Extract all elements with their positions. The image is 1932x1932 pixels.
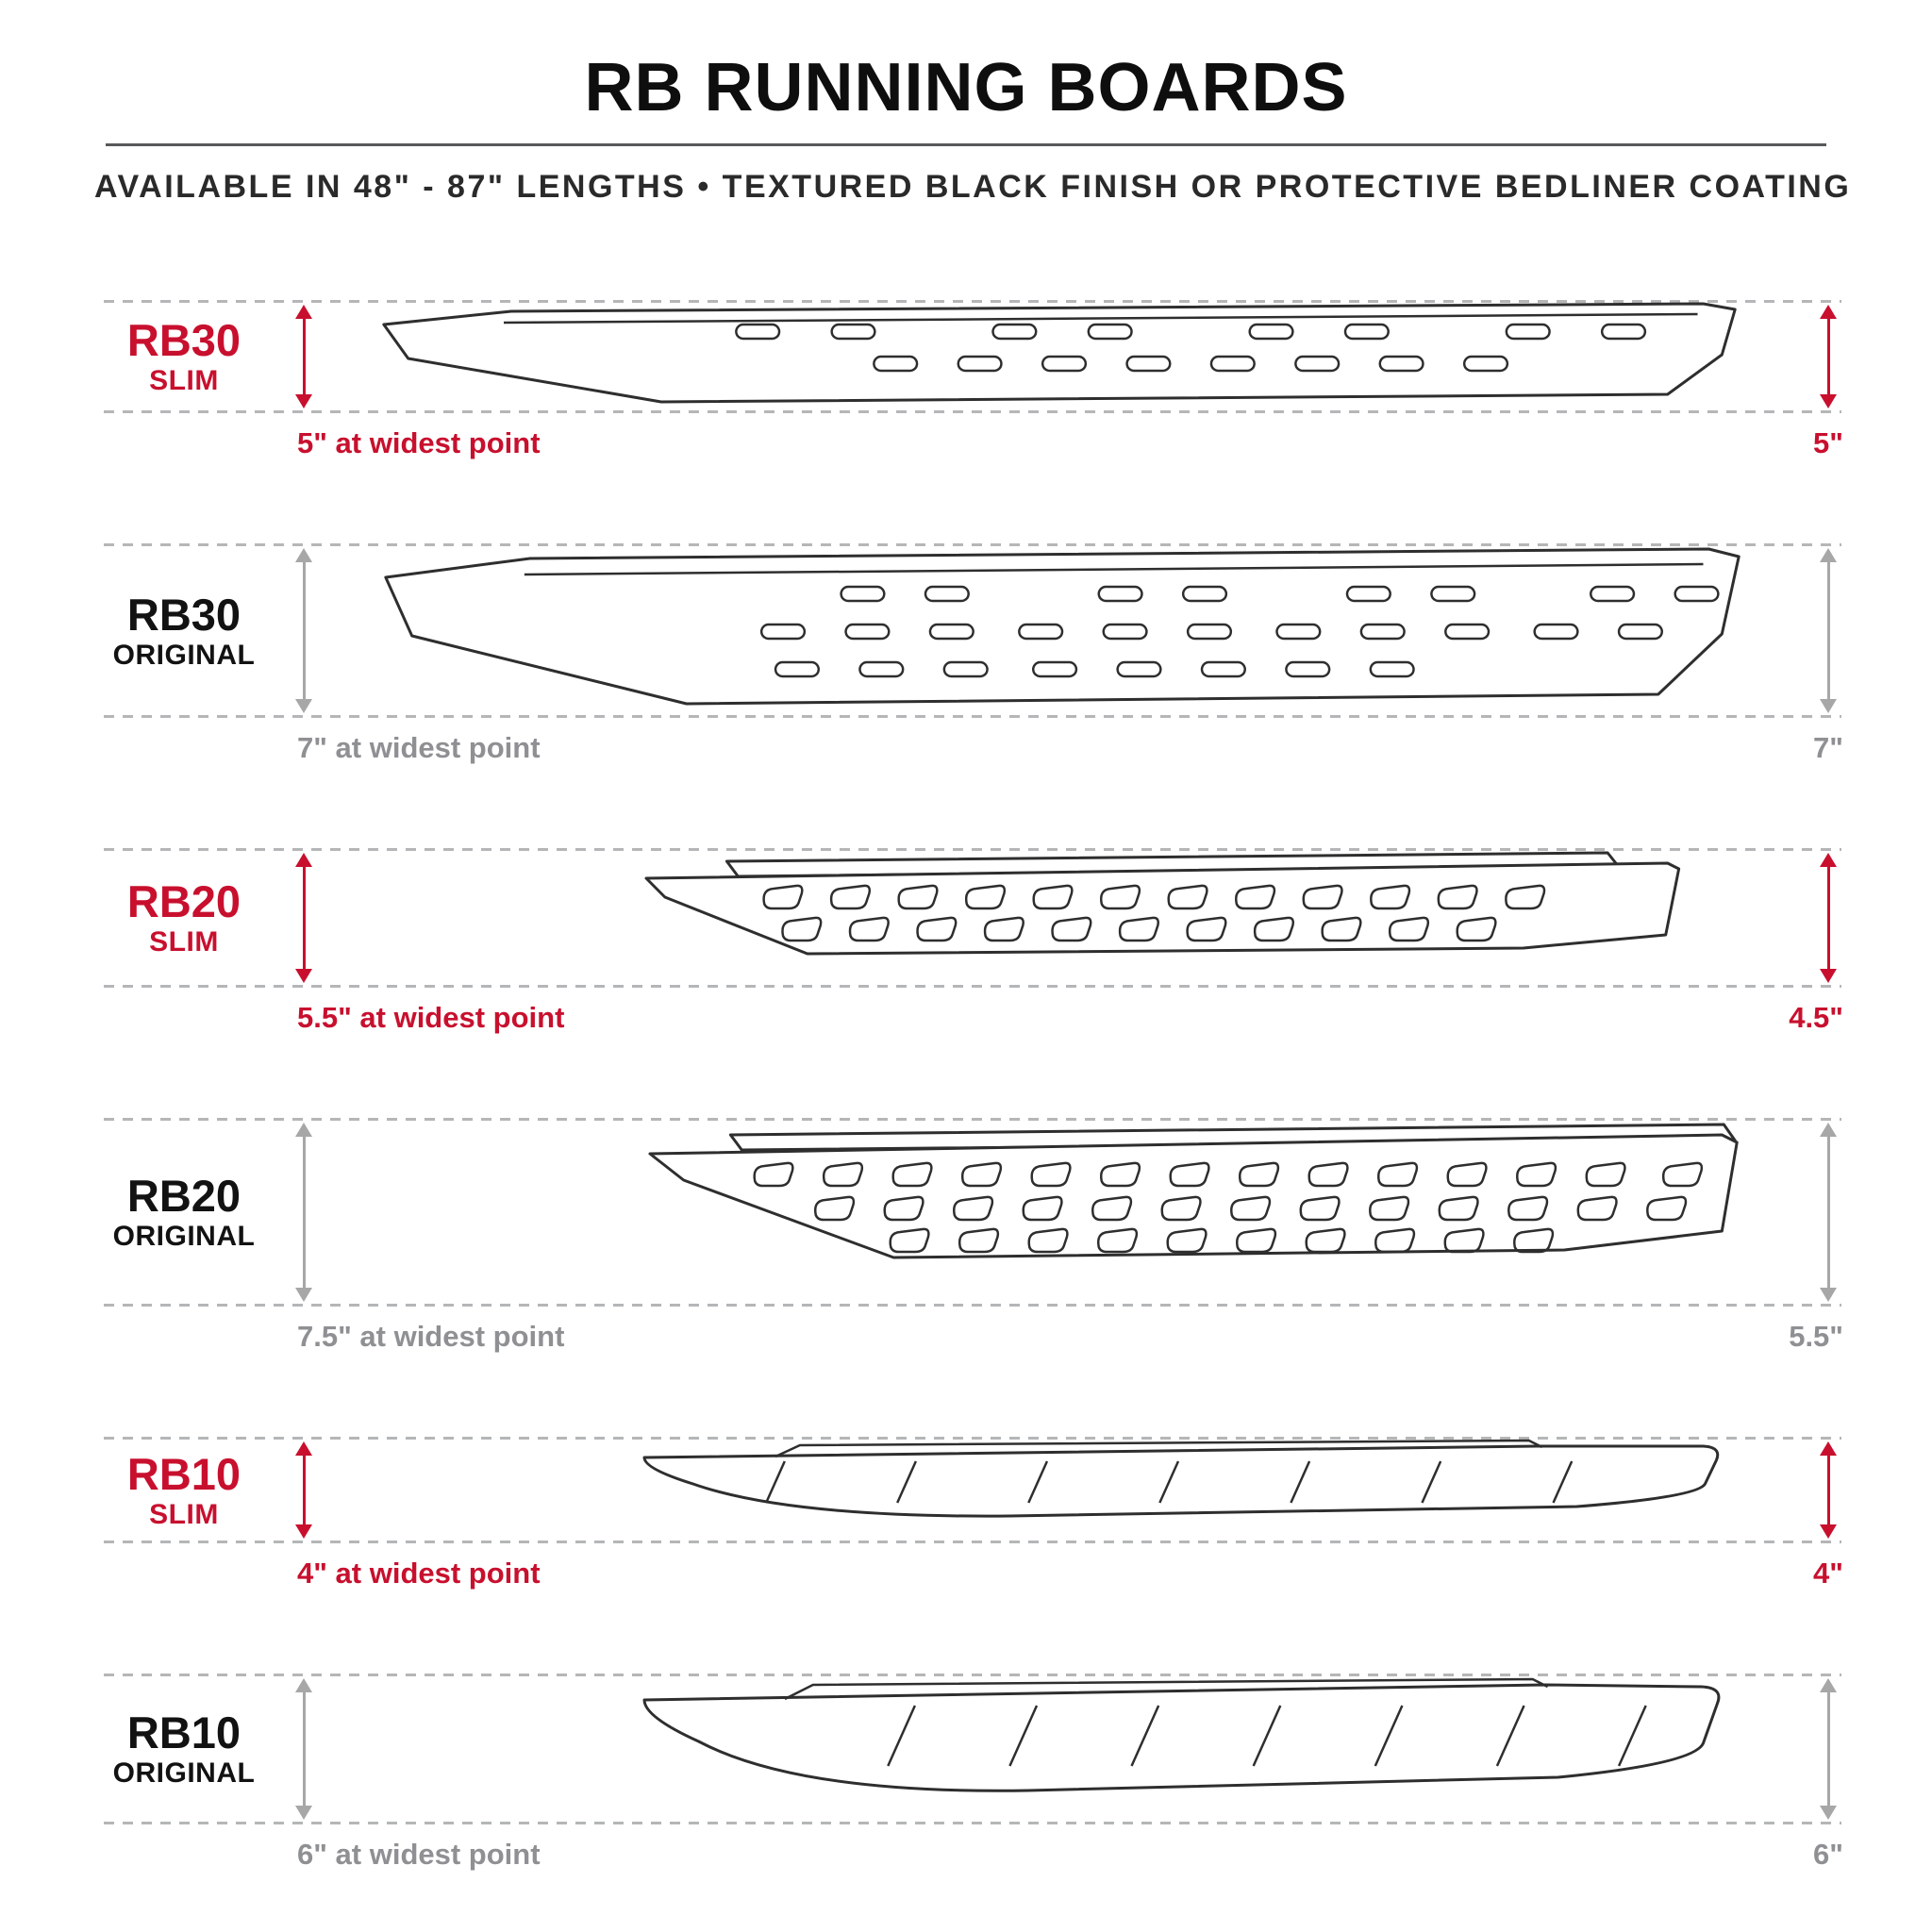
board-drawing-rb30-original [384,547,1740,706]
height-arrow-left-icon [294,548,313,713]
note-line: 4" at widest point 4" [0,1543,1932,1592]
width-note: 4" at widest point [297,1557,541,1590]
note-line: 7" at widest point 7" [0,718,1932,767]
row-rb20-slim: RB20 SLIM 5.5" at widest point 4.5" [0,848,1932,1037]
dashed-line-bottom [104,1541,1841,1543]
row-rb10-slim: RB10 SLIM 4" at widest point 4" [0,1437,1932,1592]
variant-name: ORIGINAL [112,639,256,671]
page-title: RB RUNNING BOARDS [584,50,1348,125]
dashed-line-top [104,1437,1841,1440]
height-arrow-left-icon [294,305,313,408]
width-note: 5.5" at widest point [297,1001,565,1034]
row-rb10-original: RB10 ORIGINAL 6" at widest point 6" [0,1674,1932,1874]
height-arrow-left-icon [294,1123,313,1302]
height-arrow-left-icon [294,853,313,983]
height-arrow-right-icon [1819,1441,1838,1539]
model-name: RB10 [126,1707,242,1758]
row-rb20-original: RB20 ORIGINAL 7.5" at widest point 5.5" [0,1118,1932,1356]
board-drawing-rb20-slim [644,851,1681,956]
model-label-group: RB10 SLIM [66,1448,302,1530]
variant-name: SLIM [149,365,219,397]
variant-name: SLIM [149,926,219,958]
height-note: 4.5" [1789,1001,1843,1034]
variant-name: ORIGINAL [112,1221,256,1253]
note-line: 7.5" at widest point 5.5" [0,1307,1932,1356]
dashed-line-bottom [104,715,1841,718]
page-header: RB RUNNING BOARDS AVAILABLE IN 48" - 87"… [0,0,1932,206]
model-label-group: RB30 SLIM [66,317,302,396]
width-note: 5" at widest point [297,426,541,459]
dashed-line-top [104,1674,1841,1676]
height-arrow-right-icon [1819,305,1838,408]
model-label-group: RB30 ORIGINAL [66,591,302,671]
height-arrow-right-icon [1819,548,1838,713]
note-line: 5" at widest point 5" [0,413,1932,462]
row-rb30-original: RB30 ORIGINAL 7" at widest point 7" [0,543,1932,767]
board-drawing-rb30-slim [382,302,1737,404]
height-arrow-right-icon [1819,853,1838,983]
model-name: RB20 [126,876,242,927]
width-note: 7.5" at widest point [297,1320,565,1353]
dashed-line-top [104,1118,1841,1121]
model-label-group: RB20 SLIM [66,878,302,958]
height-arrow-left-icon [294,1441,313,1539]
dashed-line-top [104,848,1841,851]
width-note: 7" at widest point [297,731,541,764]
row-rb30-slim: RB30 SLIM 5" at widest point 5" [0,300,1932,462]
height-note: 6" [1813,1838,1843,1871]
height-arrow-left-icon [294,1678,313,1820]
width-note: 6" at widest point [297,1838,541,1871]
dashed-line-bottom [104,985,1841,988]
header-divider [106,143,1826,146]
dashed-line-top [104,543,1841,546]
height-note: 5.5" [1789,1320,1843,1353]
model-label-group: RB10 ORIGINAL [66,1709,302,1789]
model-name: RB30 [126,589,242,640]
height-arrow-right-icon [1819,1123,1838,1302]
height-note: 4" [1813,1557,1843,1590]
model-label-group: RB20 ORIGINAL [66,1173,302,1252]
variant-name: SLIM [149,1498,219,1530]
board-drawing-rb10-slim [642,1439,1720,1518]
note-line: 5.5" at widest point 4.5" [0,988,1932,1037]
note-line: 6" at widest point 6" [0,1824,1932,1874]
board-comparison-list: RB30 SLIM 5" at widest point 5" RB30 ORI… [0,300,1932,1874]
model-name: RB10 [126,1448,242,1499]
page-subtitle: AVAILABLE IN 48" - 87" LENGTHS • TEXTURE… [94,169,1852,205]
dashed-line-bottom [104,1822,1841,1824]
dashed-line-bottom [104,410,1841,413]
dashed-line-bottom [104,1304,1841,1307]
model-name: RB20 [126,1171,242,1222]
height-arrow-right-icon [1819,1678,1838,1820]
height-note: 7" [1813,731,1843,764]
dashed-line-top [104,300,1841,303]
variant-name: ORIGINAL [112,1757,256,1790]
model-name: RB30 [126,315,242,366]
height-note: 5" [1813,426,1843,459]
board-drawing-rb10-original [642,1677,1721,1792]
board-drawing-rb20-original [648,1123,1739,1259]
